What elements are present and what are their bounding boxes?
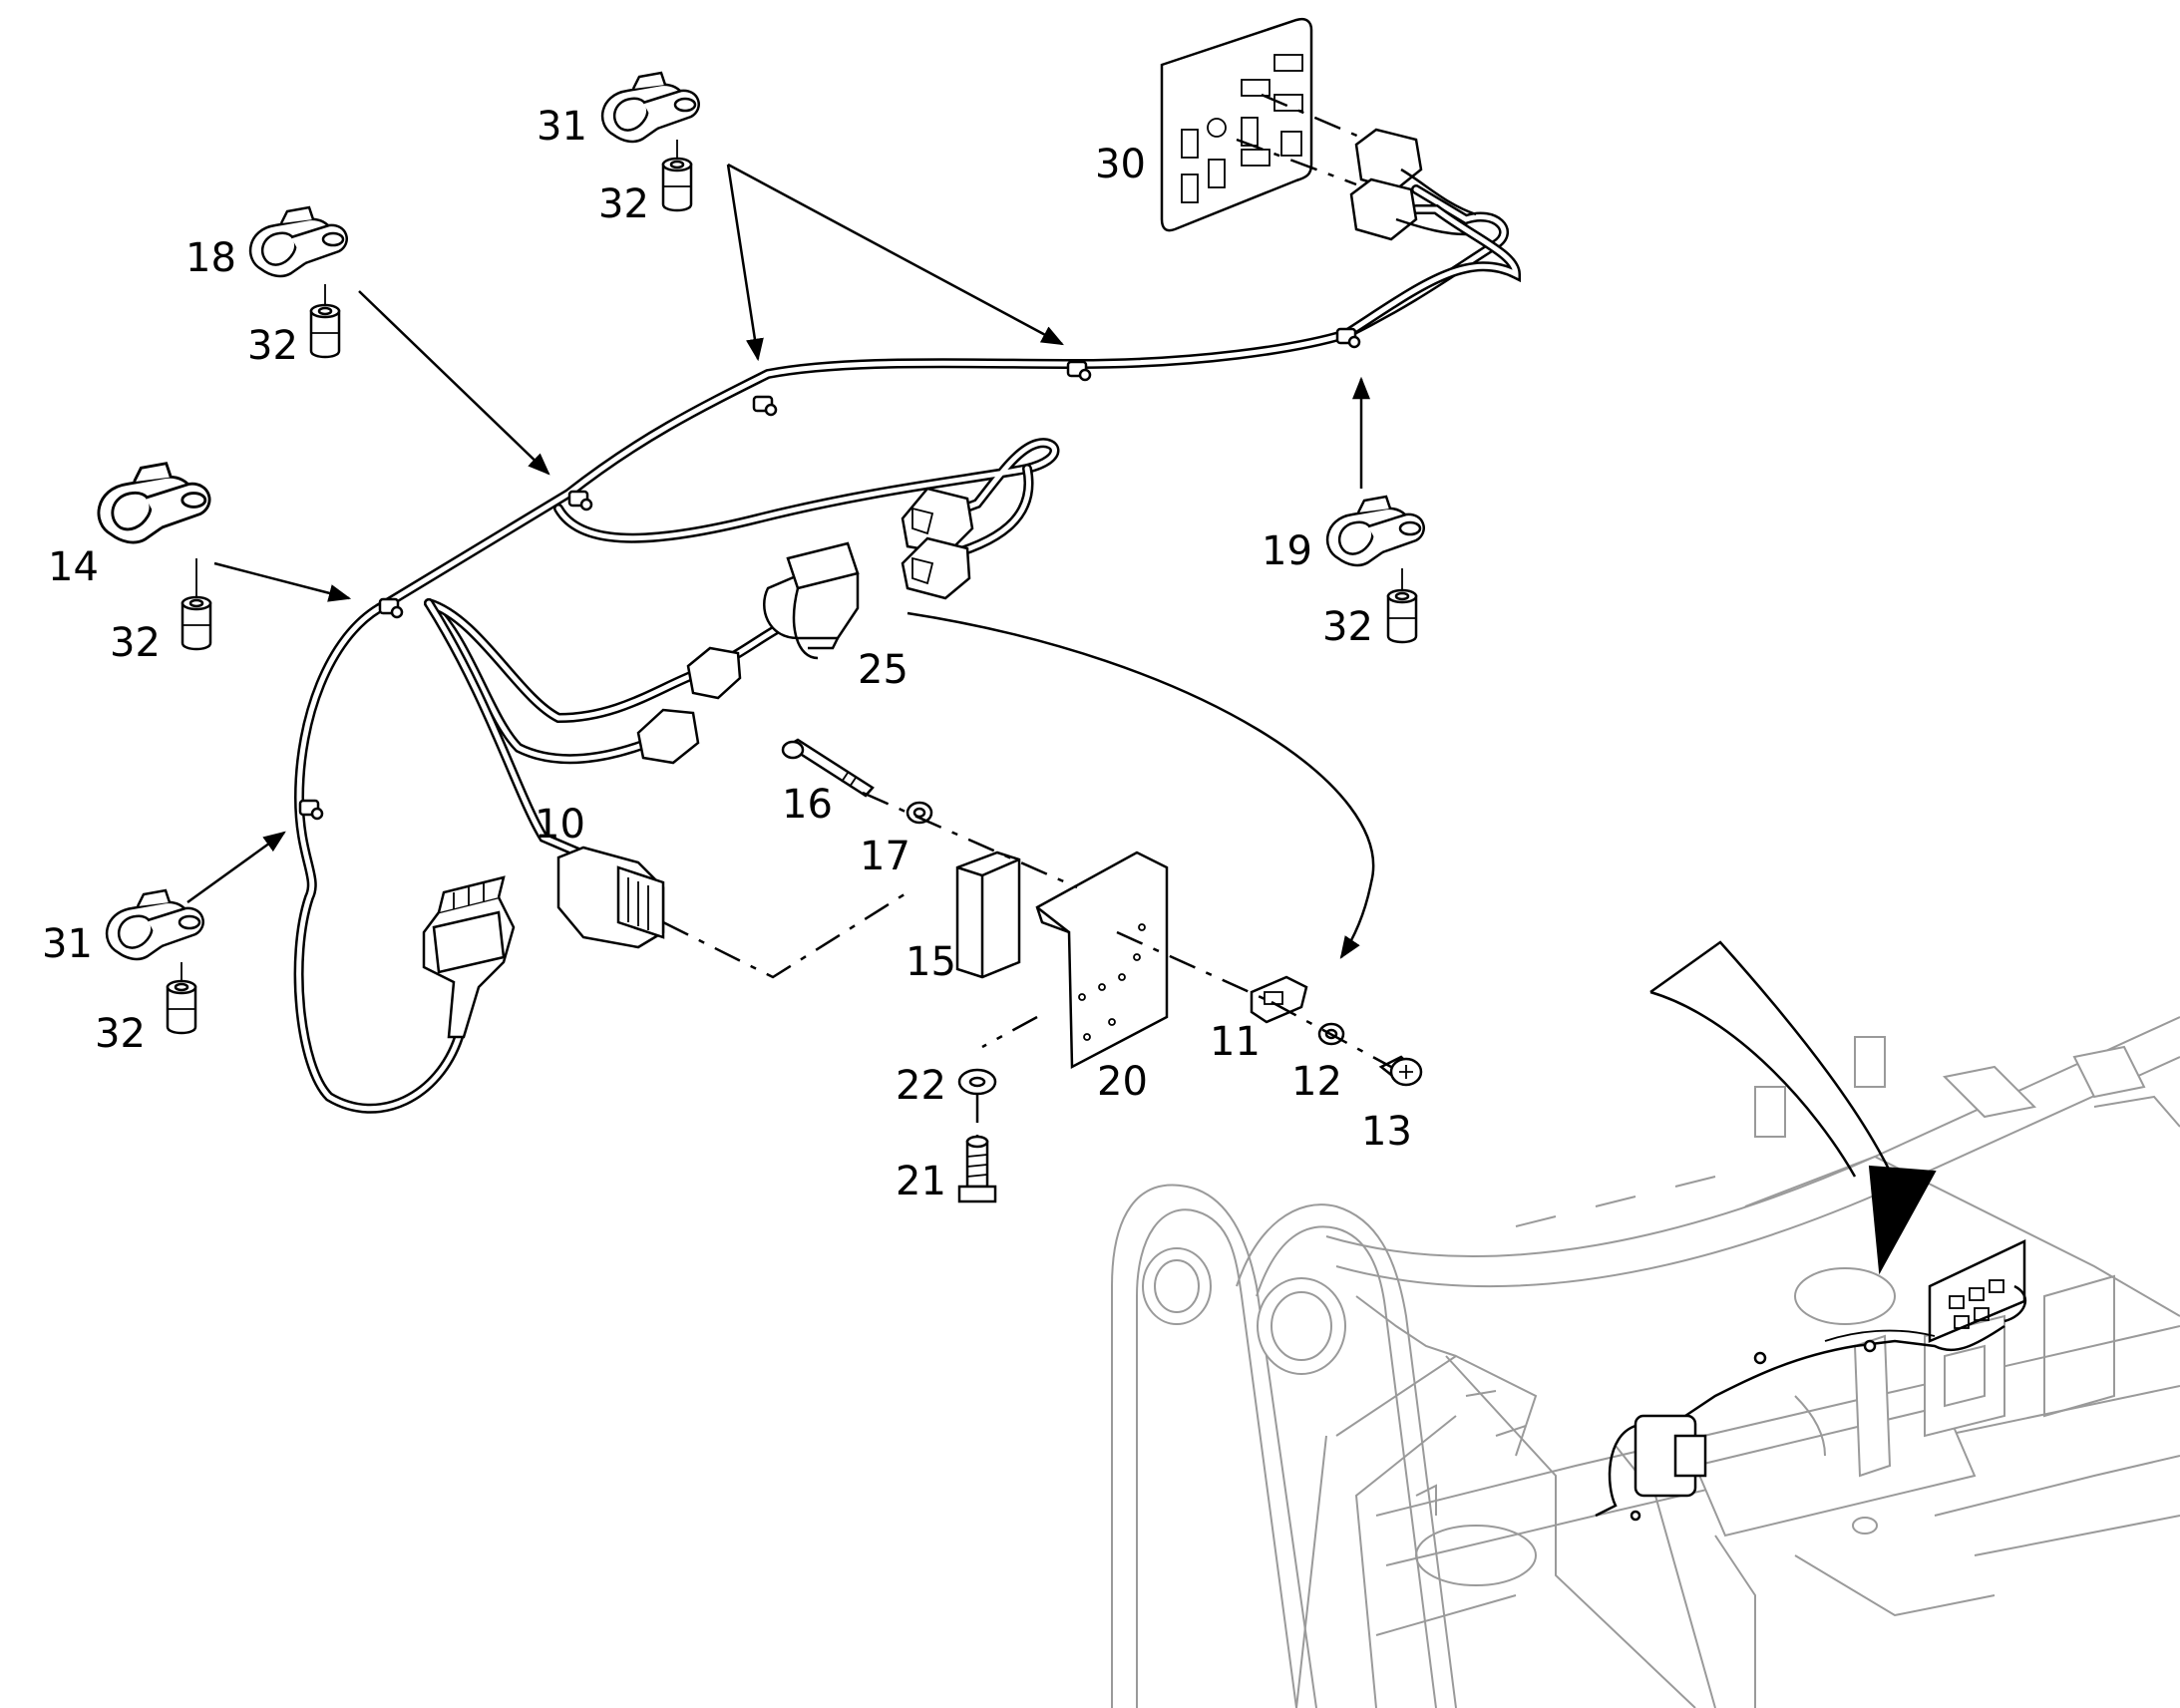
label-part-17: 17 <box>860 834 910 879</box>
part-11-clip <box>1250 975 1308 1024</box>
part-13-screw <box>1378 1055 1423 1087</box>
label-part-32-14: 32 <box>110 620 161 666</box>
label-part-31-top: 31 <box>537 104 587 150</box>
label-part-13: 13 <box>1361 1109 1412 1155</box>
part-32-bolt-31-bottom <box>166 962 197 1035</box>
label-part-16: 16 <box>782 782 833 828</box>
part-19-clamp <box>1325 495 1425 567</box>
part-16-long-bolt <box>781 738 875 798</box>
label-part-30: 30 <box>1095 142 1146 187</box>
label-part-20: 20 <box>1097 1059 1148 1105</box>
label-part-12: 12 <box>1291 1059 1342 1105</box>
part-32-bolt-19 <box>1386 568 1418 644</box>
part-25-holder <box>763 541 860 660</box>
connector-small-pair <box>636 646 742 765</box>
part-22-washer <box>957 1068 997 1096</box>
leader-arrows <box>186 163 1375 959</box>
part-labels: 10 11 12 13 14 15 16 17 18 19 20 21 22 2… <box>42 104 1412 1204</box>
connector-plug-main <box>422 875 516 1039</box>
connector-fuse-plate-pair <box>1349 128 1477 241</box>
machine-frame-illustration <box>1111 1016 2180 1708</box>
part-18-clamp <box>248 205 348 278</box>
connector-socket-ecu <box>556 846 665 949</box>
wire-harness <box>293 184 1522 1114</box>
part-31-clamp-top <box>600 71 700 144</box>
part-32-bolt-top <box>661 140 693 212</box>
label-part-32-19: 32 <box>1322 604 1373 650</box>
label-part-21: 21 <box>896 1159 946 1204</box>
label-part-15: 15 <box>906 939 956 985</box>
label-part-14: 14 <box>48 544 99 590</box>
label-part-32-top: 32 <box>598 181 649 227</box>
part-15-module <box>955 851 1021 979</box>
installed-harness-detail <box>1595 1239 2026 1522</box>
label-part-22: 22 <box>896 1063 946 1109</box>
part-32-bolt-14 <box>181 558 212 651</box>
part-14-clamp-large <box>97 462 211 544</box>
label-part-19: 19 <box>1262 528 1312 574</box>
label-part-11: 11 <box>1210 1019 1261 1065</box>
label-part-18: 18 <box>185 235 236 281</box>
connector-dual-plug <box>901 487 974 600</box>
label-part-31-bottom: 31 <box>42 921 93 967</box>
part-32-bolt-18 <box>309 284 341 359</box>
label-part-32-31-bottom: 32 <box>95 1011 146 1057</box>
part-21-bolt <box>957 1135 997 1203</box>
label-part-25: 25 <box>858 647 908 693</box>
part-30-fuse-plate <box>1160 17 1313 232</box>
label-part-32-18: 32 <box>247 323 298 369</box>
part-17-washer <box>906 801 933 825</box>
assembly-dashed-lines <box>662 93 1392 1137</box>
label-part-10: 10 <box>535 802 585 848</box>
detail-callout-pointer <box>1649 940 1937 1275</box>
part-20-bracket <box>1035 851 1169 1070</box>
